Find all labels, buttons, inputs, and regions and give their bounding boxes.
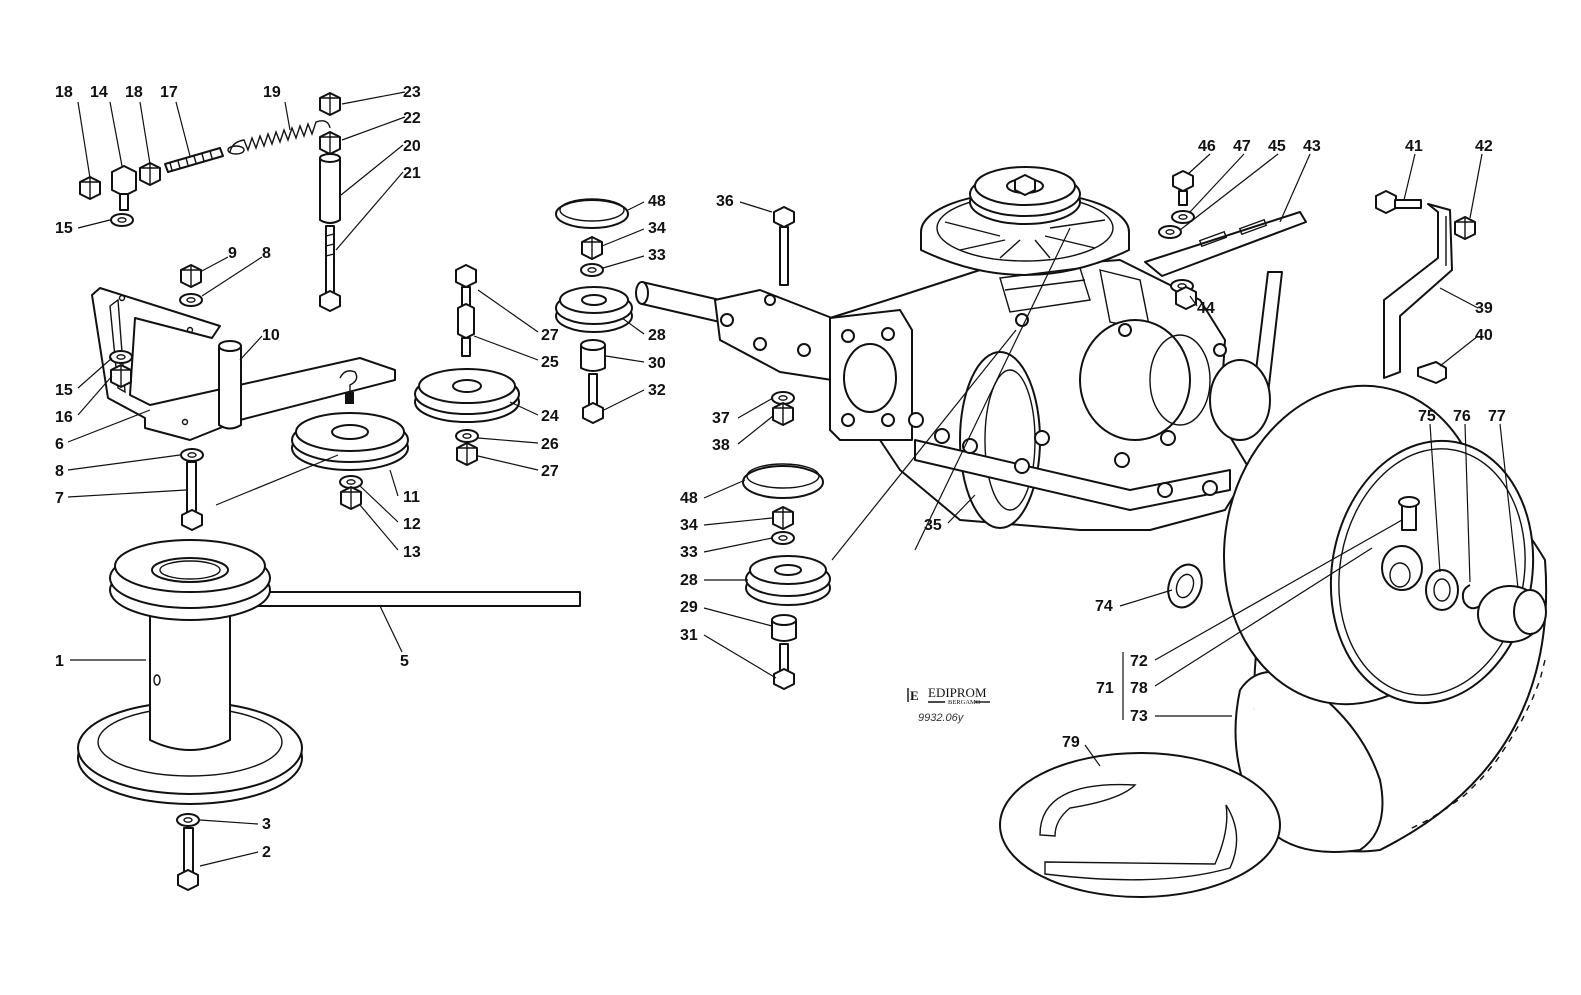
callout-20: 20 (403, 138, 421, 155)
callout-73: 73 (1130, 708, 1148, 725)
callout-28b: 28 (680, 572, 698, 589)
callout-7: 7 (55, 490, 64, 507)
tensioner-bracket-assembly (79, 92, 409, 531)
drawing-reference-code: 9932.06y (918, 712, 965, 724)
publisher-mark: E EDIPROM BERGAMO 9932.06y (907, 685, 990, 724)
callout-8a: 8 (262, 245, 271, 262)
callout-17: 17 (160, 84, 178, 101)
callout-32: 32 (648, 382, 666, 399)
callout-labels: 18 14 18 17 19 23 22 20 21 15 9 8 10 15 … (55, 84, 1506, 861)
callout-28a: 28 (648, 327, 666, 344)
pulley-stack-28-upper (555, 198, 633, 424)
callout-21: 21 (403, 165, 421, 182)
callout-76: 76 (1453, 408, 1471, 425)
callout-11: 11 (403, 489, 420, 506)
callout-40: 40 (1475, 327, 1493, 344)
callout-44: 44 (1197, 300, 1215, 317)
callout-75: 75 (1418, 408, 1436, 425)
callout-13: 13 (403, 544, 421, 561)
pulley-stack-24 (414, 264, 520, 466)
inner-tube-79 (999, 752, 1281, 898)
callout-43: 43 (1303, 138, 1321, 155)
callout-78: 78 (1130, 680, 1148, 697)
brand-subtitle: BERGAMO (948, 699, 981, 706)
callout-45: 45 (1268, 138, 1286, 155)
callout-15a: 15 (55, 220, 73, 237)
callout-34b: 34 (680, 517, 698, 534)
callout-74: 74 (1095, 598, 1113, 615)
callout-6: 6 (55, 436, 64, 453)
callout-30: 30 (648, 355, 666, 372)
bolt-36-group (771, 206, 795, 426)
callout-19: 19 (263, 84, 281, 101)
callout-8b: 8 (55, 463, 64, 480)
callout-37: 37 (712, 410, 730, 427)
callout-16: 16 (55, 409, 73, 426)
engine-pulley-assembly (77, 539, 581, 891)
callout-34a: 34 (648, 220, 666, 237)
callout-46: 46 (1198, 138, 1216, 155)
callout-77: 77 (1488, 408, 1506, 425)
callout-36: 36 (716, 193, 734, 210)
callout-23: 23 (403, 84, 421, 101)
pulley-stack-28-lower (742, 463, 831, 690)
callout-47: 47 (1233, 138, 1251, 155)
callout-26: 26 (541, 436, 559, 453)
callout-33b: 33 (680, 544, 698, 561)
callout-14: 14 (90, 84, 108, 101)
callout-2: 2 (262, 844, 271, 861)
transaxle-assembly (635, 166, 1283, 551)
callout-18a: 18 (55, 84, 73, 101)
callout-71: 71 (1096, 680, 1114, 697)
callout-27b: 27 (541, 463, 559, 480)
callout-42: 42 (1475, 138, 1493, 155)
callout-31: 31 (680, 627, 698, 644)
callout-22: 22 (403, 110, 421, 127)
brand-name: EDIPROM (928, 685, 987, 700)
callout-35: 35 (924, 517, 942, 534)
callout-15b: 15 (55, 382, 73, 399)
callout-25: 25 (541, 354, 559, 371)
callout-33a: 33 (648, 247, 666, 264)
callout-18b: 18 (125, 84, 143, 101)
callout-24: 24 (541, 408, 559, 425)
callout-10: 10 (262, 327, 280, 344)
callout-27a: 27 (541, 327, 559, 344)
callout-38: 38 (712, 437, 730, 454)
wheel-assembly (1167, 384, 1548, 853)
callout-39: 39 (1475, 300, 1493, 317)
callout-72: 72 (1130, 653, 1148, 670)
callout-9: 9 (228, 245, 237, 262)
link-43-group (1144, 170, 1307, 310)
callout-29: 29 (680, 599, 698, 616)
callout-5: 5 (400, 653, 409, 670)
callout-12: 12 (403, 516, 421, 533)
callout-79: 79 (1062, 734, 1080, 751)
bracket-39-group (1375, 190, 1476, 384)
callout-48a: 48 (648, 193, 666, 210)
callout-48b: 48 (680, 490, 698, 507)
leader-lines (67, 91, 1519, 867)
brand-logo-mark: E (910, 688, 919, 703)
callout-41: 41 (1405, 138, 1423, 155)
callout-1: 1 (55, 653, 64, 670)
callout-3: 3 (262, 816, 271, 833)
